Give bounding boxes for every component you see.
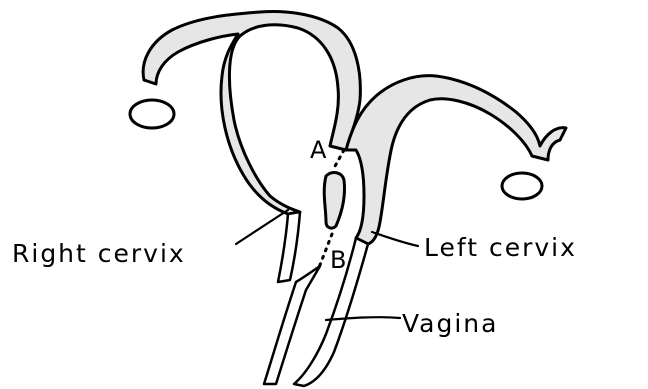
right-cervix-leader [236,210,288,244]
vagina [264,212,368,386]
left-uterine-horn [346,76,566,244]
left-cervix-leader [372,232,418,246]
right-ovary [130,100,174,128]
right-cervix-label: Right cervix [12,239,186,268]
point-a-label: A [310,136,327,164]
left-ovary [502,173,542,199]
vagina-label: Vagina [402,309,498,338]
left-cervix-label: Left cervix [424,233,577,262]
point-b-label: B [330,246,346,274]
